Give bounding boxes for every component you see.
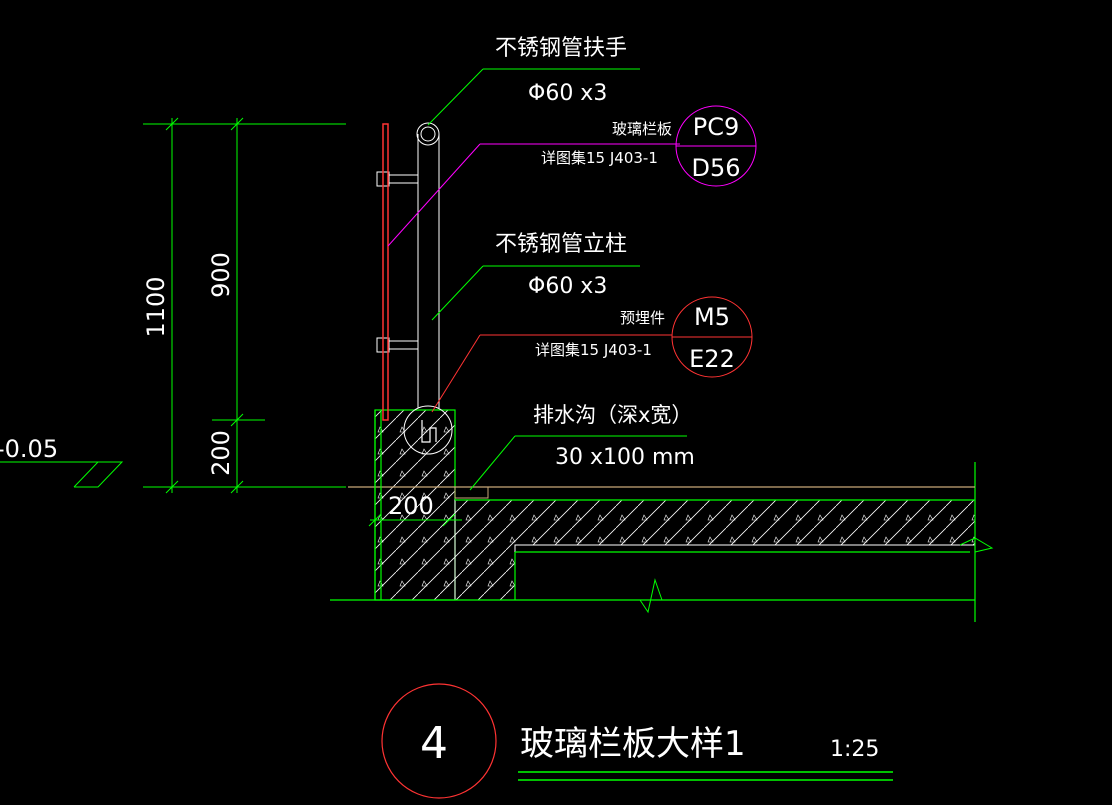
dimension-1100 <box>143 117 346 494</box>
embed-callout <box>431 296 753 413</box>
handrail-label: 不锈钢管扶手 <box>495 36 627 61</box>
drain-leader <box>469 435 516 491</box>
concrete-slab <box>454 499 976 601</box>
embed-callout-circle <box>403 405 453 455</box>
slab-outlines <box>330 410 976 622</box>
level-marker <box>0 461 124 488</box>
glass-clamps <box>376 171 419 353</box>
dimension-200-vertical-label: 200 <box>207 430 235 476</box>
level-label: -0.05 <box>0 435 58 463</box>
concrete-curb <box>374 409 456 601</box>
dimension-200-horizontal-label: 200 <box>388 492 434 520</box>
dimension-200-horizontal <box>368 513 462 527</box>
embed-name: 预埋件 <box>620 309 665 327</box>
glass-panel-ref: 详图集15 J403-1 <box>541 149 658 167</box>
glass-panel-bubble-top: PC9 <box>693 113 740 141</box>
title-number: 4 <box>420 718 448 769</box>
post-leader <box>431 265 484 321</box>
dimension-900-label: 900 <box>207 252 235 298</box>
stainless-post <box>416 122 440 408</box>
handrail-leader <box>427 68 484 126</box>
embedded-plate <box>421 420 437 443</box>
post-size-label: Φ60 x3 <box>528 274 607 299</box>
embed-bubble-bottom: E22 <box>689 345 735 373</box>
glass-panel-name: 玻璃栏板 <box>612 120 672 138</box>
post-label: 不锈钢管立柱 <box>495 232 627 257</box>
title-scale: 1:25 <box>830 737 879 762</box>
glass-panel-callout <box>387 105 757 247</box>
handrail-size-label: Φ60 x3 <box>528 81 607 106</box>
title-text: 玻璃栏板大样1 <box>520 724 746 764</box>
dimension-900 <box>212 117 265 494</box>
embed-bubble-top: M5 <box>694 303 730 331</box>
drain-channel <box>454 487 489 499</box>
title-number-circle <box>381 683 497 799</box>
glass-panel-bubble-bottom: D56 <box>691 154 740 182</box>
drain-label: 排水沟（深x宽） <box>533 403 692 427</box>
dimension-1100-label: 1100 <box>142 276 170 337</box>
glass-panel <box>382 123 389 421</box>
drain-size-label: 30 x100 mm <box>555 445 695 470</box>
break-lines <box>639 537 994 614</box>
embed-ref: 详图集15 J403-1 <box>535 341 652 359</box>
